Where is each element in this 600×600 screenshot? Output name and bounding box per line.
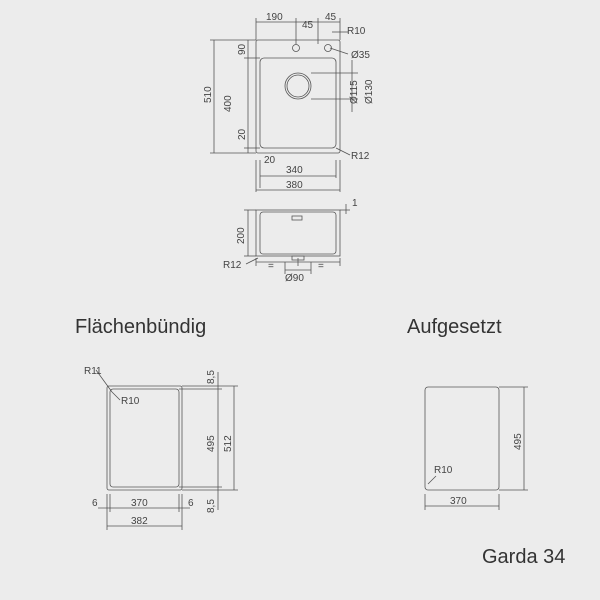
dim-495-flush: 495: [206, 435, 217, 452]
dim-r12-top: R12: [351, 151, 370, 162]
dim-510: 510: [203, 86, 214, 103]
tap-hole: [292, 44, 300, 52]
dim-d90: Ø90: [285, 273, 304, 284]
dim-h20: 20: [237, 128, 248, 140]
dim-495-surface: 495: [513, 433, 524, 450]
dim-370-flush: 370: [131, 498, 148, 509]
dim-340: 340: [286, 165, 303, 176]
dim-r10-flush: R10: [121, 396, 140, 407]
overflow-slot: [291, 215, 303, 221]
dim-r10-top: R10: [347, 26, 366, 37]
dim-d115: Ø115: [349, 80, 360, 104]
flush-title: Flächenbündig: [75, 316, 207, 338]
dim-d35: Ø35: [351, 50, 370, 61]
dim-45a: 45: [302, 20, 314, 31]
dim-400: 400: [223, 95, 234, 112]
sink-outline-top: [255, 39, 341, 154]
dim-512: 512: [223, 435, 234, 452]
sink-section: [255, 209, 341, 257]
surface-cutout: [424, 386, 500, 491]
dim-d130: Ø130: [364, 79, 375, 104]
drain-inner-top: [286, 74, 310, 98]
dim-370-surface: 370: [450, 496, 467, 507]
drain-top: [284, 72, 312, 100]
flush-bowl: [109, 388, 180, 488]
dim-t1: 1: [352, 198, 358, 209]
dim-45b: 45: [325, 12, 337, 23]
dim-r10-surface: R10: [434, 465, 453, 476]
sink-bowl-top: [259, 57, 337, 149]
product-name: Garda 34: [482, 546, 566, 568]
surface-title: Aufgesetzt: [407, 316, 502, 338]
dim-r12-side: R12: [223, 260, 242, 271]
dim-6b: 6: [188, 498, 194, 509]
dim-200: 200: [236, 227, 247, 244]
tap-hole-2: [324, 44, 332, 52]
dim-r11: R11: [84, 366, 102, 377]
dim-90: 90: [237, 43, 248, 55]
dim-382: 382: [131, 516, 148, 527]
dim-6a: 6: [92, 498, 98, 509]
dim-380: 380: [286, 180, 303, 191]
sink-section-inner: [259, 211, 337, 255]
dim-eq1: =: [268, 261, 274, 272]
dim-eq2: =: [318, 261, 324, 272]
dim-190: 190: [266, 12, 283, 23]
flush-cutout: [106, 385, 183, 491]
dim-85b: 8,5: [206, 499, 217, 513]
dim-85a: 8,5: [206, 370, 217, 384]
dim-w20: 20: [264, 155, 276, 166]
